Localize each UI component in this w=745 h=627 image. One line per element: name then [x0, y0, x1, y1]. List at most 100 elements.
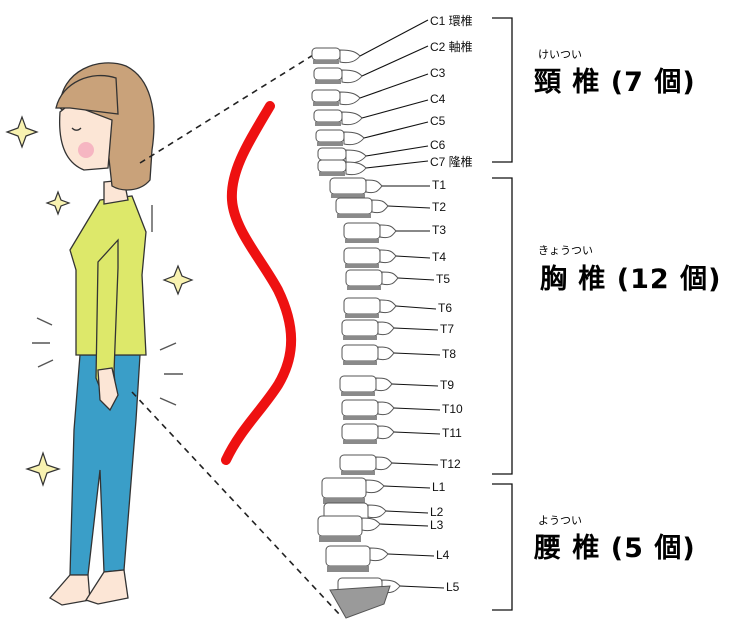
leader-line: [394, 353, 440, 355]
vertebra-body: [342, 424, 378, 440]
lumbar-group-label: 腰 椎 (5 個): [534, 526, 696, 565]
leader-line: [388, 206, 430, 208]
leader-line: [360, 74, 428, 98]
group-bracket: [492, 484, 512, 610]
spinous-process: [344, 132, 364, 145]
vertebra-label: T3: [432, 223, 446, 237]
vertebra-body: [316, 130, 344, 142]
group-bracket: [492, 18, 512, 162]
vertebra-body: [314, 68, 342, 80]
spinous-process: [378, 322, 394, 335]
vertebra-body: [326, 546, 370, 566]
leader-line: [388, 554, 434, 556]
intervertebral-disc: [345, 314, 379, 318]
vertebra-label: C7 隆椎: [430, 153, 473, 170]
intervertebral-disc: [343, 336, 377, 340]
leader-line: [396, 256, 430, 258]
leader-line: [392, 463, 438, 465]
intervertebral-disc: [319, 536, 361, 542]
spinous-process: [362, 518, 380, 531]
leader-line: [366, 146, 428, 156]
intervertebral-disc: [337, 214, 371, 218]
cervical-group-label: 頸 椎 (7 個): [534, 60, 696, 99]
vertebra-label: L2: [430, 505, 443, 519]
spinous-process: [382, 272, 398, 285]
vertebra-label: T1: [432, 178, 446, 192]
vertebra-body: [318, 160, 346, 172]
vertebra-label: L4: [436, 548, 449, 562]
leader-line: [394, 408, 440, 410]
vertebra-label: T8: [442, 347, 456, 361]
leader-line: [394, 432, 440, 434]
spinous-process: [376, 378, 392, 391]
vertebra-body: [322, 478, 366, 498]
vertebra-label: T6: [438, 301, 452, 315]
spinous-process: [378, 347, 394, 360]
group-brackets: [492, 18, 512, 610]
intervertebral-disc: [315, 122, 341, 126]
vertebra-label: T9: [440, 378, 454, 392]
spinous-process: [380, 250, 396, 263]
vertebra-body: [330, 178, 366, 194]
intervertebral-disc: [341, 471, 375, 475]
intervertebral-disc: [313, 60, 339, 64]
spinous-process: [378, 426, 394, 439]
spinous-process: [368, 505, 386, 518]
vertebra-label: C6: [430, 138, 445, 152]
vertebra-body: [314, 110, 342, 122]
leader-line: [384, 486, 430, 488]
leader-line: [364, 122, 428, 138]
leader-line: [386, 511, 428, 513]
vertebra-label: C1 環椎: [430, 12, 473, 29]
spinous-process: [366, 180, 382, 193]
vertebra-label: L5: [446, 580, 459, 594]
vertebra-label: C4: [430, 92, 445, 106]
leader-line: [396, 306, 436, 309]
vertebra-body: [318, 516, 362, 536]
vertebra-label: C3: [430, 66, 445, 80]
vertebra-body: [346, 270, 382, 286]
vertebra-label: T7: [440, 322, 454, 336]
spinous-process: [340, 50, 360, 63]
group-bracket: [492, 178, 512, 474]
vertebral-column: [312, 48, 400, 618]
spinous-process: [346, 150, 366, 163]
vertebra-body: [340, 455, 376, 471]
leader-line: [362, 100, 428, 118]
vertebra-label: L3: [430, 518, 443, 532]
vertebra-label: T4: [432, 250, 446, 264]
vertebra-body: [342, 320, 378, 336]
vertebra-body: [344, 298, 380, 314]
intervertebral-disc: [315, 80, 341, 84]
spine-curve-line: [226, 106, 291, 460]
intervertebral-disc: [317, 142, 343, 146]
spinous-process: [370, 548, 388, 561]
leader-line: [366, 161, 428, 168]
spinous-process: [372, 200, 388, 213]
spinous-process: [342, 70, 362, 83]
woman-figure: [50, 63, 154, 605]
intervertebral-disc: [345, 264, 379, 268]
leader-line: [394, 328, 438, 330]
leader-line: [392, 384, 438, 386]
intervertebral-disc: [313, 102, 339, 106]
vertebra-label: T11: [442, 426, 462, 440]
vertebra-label: T2: [432, 200, 446, 214]
intervertebral-disc: [343, 440, 377, 444]
spinous-process: [380, 225, 396, 238]
vertebra-body: [344, 223, 380, 239]
intervertebral-disc: [343, 416, 377, 420]
vertebra-label: L1: [432, 480, 445, 494]
intervertebral-disc: [331, 194, 365, 198]
vertebra-body: [312, 48, 340, 60]
vertebra-body: [344, 248, 380, 264]
leader-line: [362, 46, 428, 76]
intervertebral-disc: [347, 286, 381, 290]
intervertebral-disc: [319, 172, 345, 176]
vertebra-label: C5: [430, 114, 445, 128]
intervertebral-disc: [345, 239, 379, 243]
spinous-process: [376, 457, 392, 470]
leader-line: [400, 586, 444, 588]
spinous-process: [340, 92, 360, 105]
vertebra-label: C2 軸椎: [430, 38, 473, 55]
